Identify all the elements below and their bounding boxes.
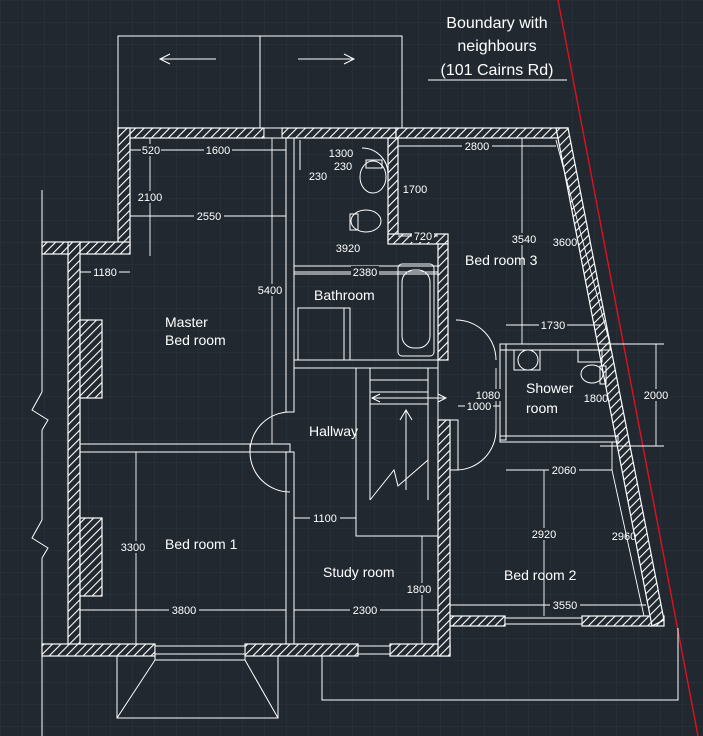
dim-1800-b: 1800 <box>407 584 431 596</box>
dim-3920: 3920 <box>336 243 360 255</box>
dim-2060: 2060 <box>552 465 576 477</box>
dim-2100: 2100 <box>138 192 162 204</box>
dim-230-a: 230 <box>334 161 352 173</box>
boundary-label: Boundary with neighbours (101 Cairns Rd) <box>428 15 567 81</box>
dim-2920: 2920 <box>532 529 556 541</box>
room-study: Study room <box>323 564 395 580</box>
dim-1600: 1600 <box>206 145 230 157</box>
dim-1180: 1180 <box>93 267 117 279</box>
room-bedroom-1: Bed room 1 <box>165 536 238 552</box>
dim-3300: 3300 <box>121 542 145 554</box>
dim-1700: 1700 <box>403 184 427 196</box>
shower-toilet <box>580 364 604 384</box>
room-master-line2: Bed room <box>165 332 226 348</box>
dim-3540: 3540 <box>512 234 536 246</box>
dim-2960: 2960 <box>612 531 636 543</box>
room-bedroom-2: Bed room 2 <box>504 567 577 583</box>
external-walls <box>41 127 665 657</box>
boundary-line1: Boundary with <box>446 15 547 32</box>
room-bedroom-3: Bed room 3 <box>465 252 538 268</box>
room-shower-line2: room <box>526 400 558 416</box>
room-master-line1: Master <box>165 314 208 330</box>
dim-2800: 2800 <box>465 141 489 153</box>
dim-1000: 1000 <box>467 401 491 413</box>
fixtures <box>297 159 607 385</box>
windows <box>154 127 583 655</box>
terrace-outline <box>321 628 679 701</box>
boundary-line <box>557 0 699 736</box>
dim-230-b: 230 <box>309 171 327 183</box>
dim-3600: 3600 <box>553 237 577 249</box>
room-bathroom: Bathroom <box>314 287 375 303</box>
dim-520: 520 <box>142 145 160 157</box>
dim-1300: 1300 <box>329 148 353 160</box>
dim-720: 720 <box>414 231 432 243</box>
toilet-mid <box>350 209 382 233</box>
dim-2000: 2000 <box>644 390 668 402</box>
room-shower-line1: Shower <box>526 380 574 396</box>
doors <box>249 140 497 493</box>
boundary-line2: neighbours <box>457 38 536 55</box>
dim-3800: 3800 <box>172 605 196 617</box>
boundary-line3: (101 Cairns Rd) <box>441 62 554 79</box>
dim-1800-a: 1800 <box>584 393 608 405</box>
dim-5400: 5400 <box>258 285 282 297</box>
dim-1730: 1730 <box>541 320 565 332</box>
dim-2380: 2380 <box>353 267 377 279</box>
room-labels: Master Bed room Bathroom Bed room 3 Show… <box>165 252 577 583</box>
bathtub <box>397 263 435 357</box>
room-hallway: Hallway <box>309 423 358 439</box>
dim-2550: 2550 <box>197 211 221 223</box>
dimension-labels: 520 1600 1300 230 230 2800 2100 2550 170… <box>91 140 671 617</box>
dim-1080: 1080 <box>476 390 500 402</box>
dim-3550: 3550 <box>553 600 577 612</box>
staircase <box>369 368 448 501</box>
toilet-top <box>359 160 387 194</box>
dim-1100: 1100 <box>313 513 337 525</box>
internal-walls <box>79 137 619 645</box>
dim-2300: 2300 <box>353 605 377 617</box>
